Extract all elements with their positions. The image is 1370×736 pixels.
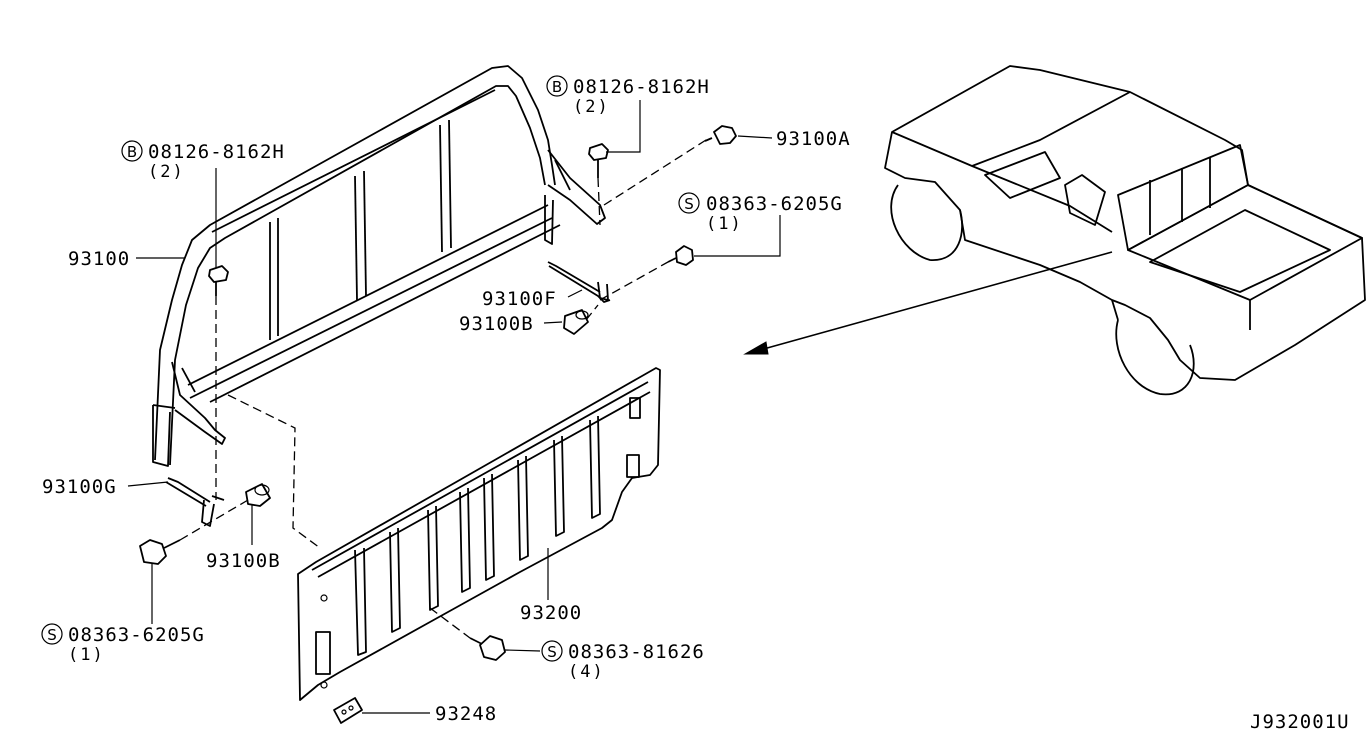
callout-screw-bottom: S 08363-81626 (4) (541, 640, 705, 682)
label-bracket-f: 93100F (482, 288, 557, 310)
callout-screw-right: S 08363-6205G (1) (678, 192, 843, 234)
frame-93100-drawing (152, 65, 606, 467)
label-panel: 93200 (520, 602, 582, 624)
label-plate: 93248 (435, 703, 497, 725)
pointer-arrow (743, 251, 1113, 355)
label-frame: 93100 (68, 248, 130, 270)
truck-thumbnail (884, 65, 1366, 396)
plate-93248-drawing (333, 697, 363, 724)
quantity: (4) (568, 662, 605, 682)
part-number: 08363-81626 (568, 641, 705, 663)
part-number: 08363-6205G (706, 193, 843, 215)
quantity: (1) (706, 214, 743, 234)
label-cap-b-right: 93100B (459, 313, 534, 335)
diagram-id: J932001U (1250, 711, 1350, 733)
part-number: 08126-8162H (573, 76, 710, 98)
label-bracket-g: 93100G (42, 476, 117, 498)
prefix-symbol: B (127, 143, 137, 161)
prefix-symbol: B (552, 78, 562, 96)
quantity: (2) (148, 162, 185, 182)
leader-lines (127, 100, 781, 714)
small-parts-drawing (139, 125, 737, 661)
prefix-symbol: S (47, 626, 57, 644)
callout-bolt-left: B 08126-8162H (2) (121, 140, 285, 182)
prefix-symbol: S (547, 643, 557, 661)
assembly-lines (179, 139, 707, 639)
callout-bolt-right: B 08126-8162H (2) (546, 75, 710, 117)
label-cap-b-left: 93100B (206, 550, 281, 572)
prefix-symbol: S (684, 195, 694, 213)
quantity: (1) (68, 645, 105, 665)
callout-screw-left: S 08363-6205G (1) (41, 623, 205, 665)
panel-93200-drawing (297, 367, 661, 701)
part-number: 08126-8162H (148, 141, 285, 163)
part-number: 08363-6205G (68, 624, 205, 646)
quantity: (2) (573, 97, 610, 117)
label-clip-a: 93100A (776, 128, 851, 150)
